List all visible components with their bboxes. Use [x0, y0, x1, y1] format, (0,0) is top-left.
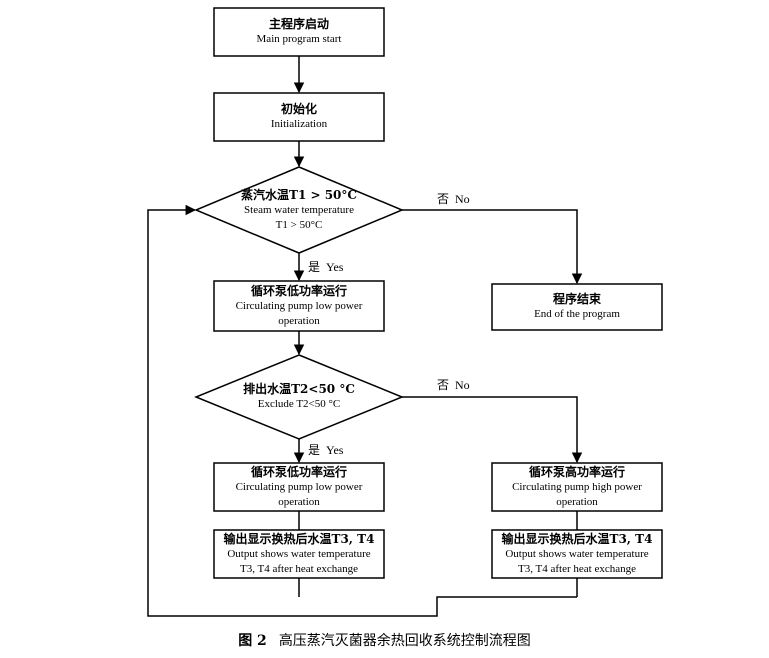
pump-high-box: 循环泵高功率运行 Circulating pump high power ope…: [492, 463, 662, 511]
decision2-text: 排出水温T2<50 °C Exclude T2<50 °C: [214, 380, 384, 414]
decision1-text: 蒸汽水温T1 > 50°C Steam water temperature T1…: [214, 186, 384, 234]
start-title-zh: 主程序启动: [268, 17, 329, 31]
init-title-en: Initialization: [270, 118, 328, 130]
label-no-2-en: No: [455, 378, 470, 392]
label-yes-2: 是 Yes: [308, 441, 343, 458]
arrow-decision2-no: [402, 396, 583, 464]
output-left-zh: 输出显示换热后水温T3, T4: [223, 531, 375, 546]
end-box: 程序结束 End of the program: [492, 284, 662, 330]
pump-high-en-1: Circulating pump high power: [512, 480, 642, 493]
decision1-condition-zh: 蒸汽水温T1 > 50°C: [241, 187, 357, 202]
label-yes-1: 是 Yes: [308, 258, 343, 275]
pump-low-1-zh: 循环泵低功率运行: [250, 283, 347, 298]
start-box: 主程序启动 Main program start: [214, 8, 384, 56]
label-no-2-zh: 否: [437, 378, 450, 392]
pump-low-2-box: 循环泵低功率运行 Circulating pump low power oper…: [214, 463, 384, 511]
figure-caption: 图 2 高压蒸汽灭菌器余热回收系统控制流程图: [0, 630, 769, 650]
label-no-2: 否 No: [437, 376, 470, 393]
pump-low-1-box: 循环泵低功率运行 Circulating pump low power oper…: [214, 281, 384, 331]
pump-low-2-en-1: Circulating pump low power: [235, 480, 363, 493]
label-yes-1-en: Yes: [326, 260, 344, 274]
label-yes-1-zh: 是: [308, 260, 321, 274]
pump-high-zh: 循环泵高功率运行: [528, 464, 625, 479]
pump-low-2-zh: 循环泵低功率运行: [250, 464, 347, 479]
label-no-1: 否 No: [437, 190, 470, 207]
pump-high-en-2: operation: [556, 495, 598, 508]
label-yes-2-en: Yes: [326, 443, 344, 457]
decision2-condition-en: Exclude T2<50 °C: [257, 398, 341, 410]
output-right-en-2: T3, T4 after heat exchange: [518, 562, 636, 575]
init-title-zh: 初始化: [280, 102, 317, 116]
pump-low-1-en-1: Circulating pump low power: [235, 299, 363, 312]
init-box: 初始化 Initialization: [214, 93, 384, 141]
pump-low-2-en-2: operation: [278, 495, 320, 508]
label-no-1-en: No: [455, 192, 470, 206]
output-left-en-2: T3, T4 after heat exchange: [240, 562, 358, 575]
figure-number: 图 2: [238, 633, 267, 649]
output-right-en-1: Output shows water temperature: [505, 547, 649, 560]
decision2-condition-zh: 排出水温T2<50 °C: [243, 382, 355, 396]
figure-title: 高压蒸汽灭菌器余热回收系统控制流程图: [278, 633, 531, 649]
loop-back-arrow: [147, 204, 577, 617]
start-title-en: Main program start: [256, 33, 342, 45]
output-left-box: 输出显示换热后水温T3, T4 Output shows water tempe…: [214, 530, 384, 578]
output-right-box: 输出显示换热后水温T3, T4 Output shows water tempe…: [492, 530, 662, 578]
label-yes-2-zh: 是: [308, 443, 321, 457]
arrow-decision1-no: [402, 209, 583, 285]
pump-low-1-en-2: operation: [278, 314, 320, 327]
decision1-condition-en-1: Steam water temperature: [244, 203, 354, 216]
end-title-en: End of the program: [534, 308, 620, 320]
label-no-1-zh: 否: [437, 192, 450, 206]
output-left-en-1: Output shows water temperature: [227, 547, 371, 560]
output-right-zh: 输出显示换热后水温T3, T4: [501, 531, 653, 546]
end-title-zh: 程序结束: [552, 292, 601, 306]
decision1-condition-en-2: T1 > 50°C: [275, 218, 323, 231]
